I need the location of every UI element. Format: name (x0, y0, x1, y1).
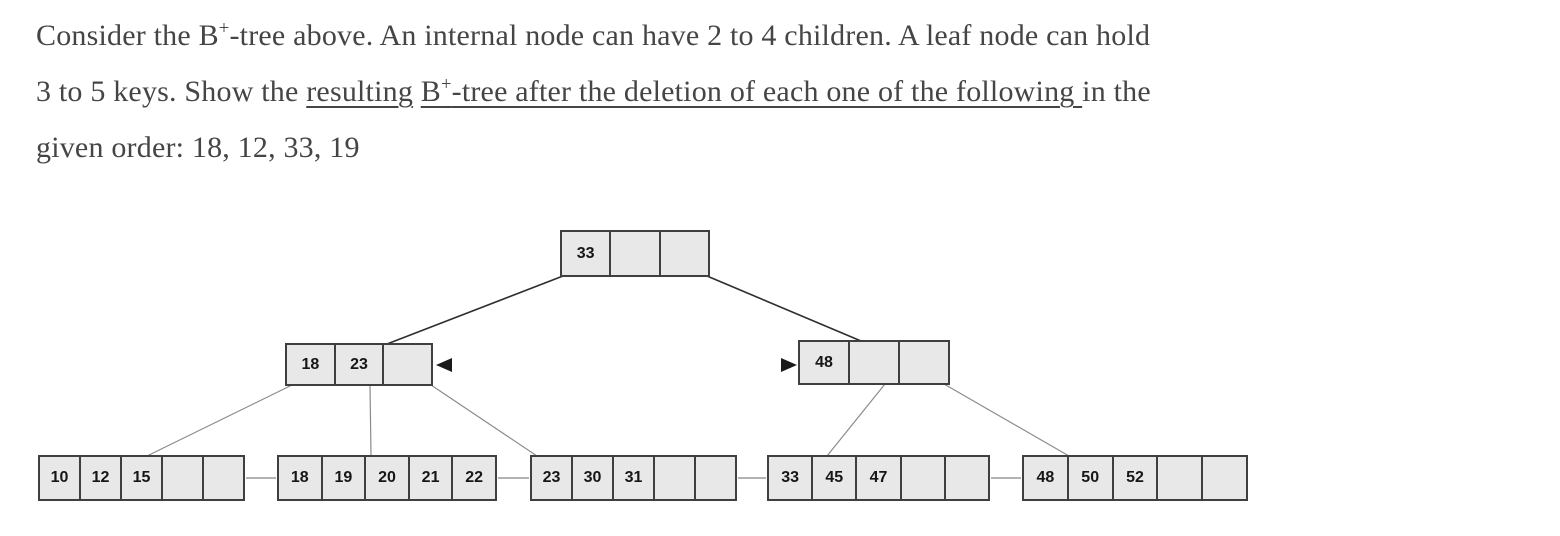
empty-cell (163, 457, 204, 499)
underlined-phrase-resulting: resulting (306, 75, 414, 108)
key-cell: 19 (322, 457, 367, 499)
leaf-node-3: 23 30 31 (530, 455, 737, 501)
empty-cell (901, 457, 946, 499)
key-cell: 12 (81, 457, 122, 499)
question-line-1: Consider the B+-tree above. An internal … (36, 18, 1151, 52)
empty-cell (204, 457, 243, 499)
key-cell: 33 (562, 232, 612, 275)
edge-root-to-right-internal (706, 275, 862, 342)
key-cell: 52 (1113, 457, 1159, 499)
superscript-plus: + (440, 74, 452, 95)
edge-left-internal-to-leaf2 (369, 384, 372, 457)
empty-cell (384, 345, 432, 384)
question-line-2: 3 to 5 keys. Show the resulting B+-tree … (36, 74, 1151, 108)
internal-node-left: 18 23 (285, 343, 433, 386)
key-cell: 30 (573, 457, 614, 499)
empty-cell (1158, 457, 1204, 499)
key-cell: 31 (614, 457, 655, 499)
key-cell: 15 (122, 457, 163, 499)
leaf-node-2: 18 19 20 21 22 (277, 455, 497, 501)
empty-cell (850, 342, 900, 383)
key-cell: 20 (366, 457, 410, 499)
empty-cell (660, 232, 708, 275)
edge-root-to-left-internal (386, 275, 564, 345)
arrowhead-right-icon (781, 358, 797, 372)
internal-node-right: 48 (798, 340, 950, 385)
leaf-node-5: 48 50 52 (1022, 455, 1248, 501)
key-cell: 23 (532, 457, 573, 499)
edge-right-internal-to-leaf4 (826, 383, 886, 457)
empty-cell (1203, 457, 1246, 499)
key-cell: 48 (800, 342, 850, 383)
question-line-3: given order: 18, 12, 33, 19 (36, 131, 360, 164)
edge-left-internal-to-leaf1 (146, 384, 293, 457)
root-node: 33 (560, 230, 710, 277)
empty-cell (900, 342, 948, 383)
key-cell: 23 (335, 345, 385, 384)
superscript-plus: + (218, 18, 230, 39)
underlined-phrase-deletion: B+-tree after the deletion of each one o… (420, 74, 1083, 108)
key-cell: 22 (453, 457, 495, 499)
edge-right-internal-to-leaf5 (943, 383, 1070, 457)
arrowhead-left-icon (436, 358, 452, 372)
key-cell: 21 (409, 457, 454, 499)
question-text: Consider the B+-tree above. An internal … (36, 8, 1506, 176)
empty-cell (696, 457, 735, 499)
key-cell: 10 (40, 457, 81, 499)
key-cell: 33 (769, 457, 814, 499)
key-cell: 18 (279, 457, 323, 499)
leaf-node-4: 33 45 47 (767, 455, 990, 501)
key-cell: 50 (1068, 457, 1114, 499)
leaf-node-1: 10 12 15 (38, 455, 245, 501)
key-cell: 18 (287, 345, 336, 384)
key-cell: 45 (813, 457, 858, 499)
edge-left-internal-to-leaf3 (430, 384, 538, 457)
empty-cell (655, 457, 696, 499)
key-cell: 48 (1024, 457, 1069, 499)
key-cell: 47 (857, 457, 902, 499)
empty-cell (611, 232, 661, 275)
empty-cell (945, 457, 989, 499)
